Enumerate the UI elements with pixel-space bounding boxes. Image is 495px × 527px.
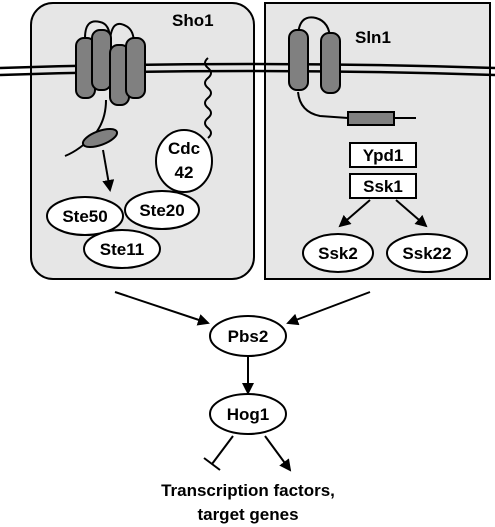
inhibition-hog1-to-output: [203, 435, 234, 471]
sho1-protein: [64, 20, 146, 157]
node-ssk1: Ssk1: [349, 173, 417, 199]
pbs2-label: Pbs2: [228, 327, 269, 346]
node-ssk22: Ssk22: [386, 233, 468, 273]
hog1-label: Hog1: [227, 405, 270, 424]
arrow-sho1-branch-to-pbs2: [114, 291, 210, 326]
ste50-label: Ste50: [62, 207, 107, 226]
node-ypd1: Ypd1: [349, 142, 417, 168]
sln1-label: Sln1: [355, 28, 391, 47]
arrow-ssk1-to-ssk2: [338, 199, 371, 228]
arrow-sln1-branch-to-pbs2: [286, 291, 371, 326]
ssk22-label: Ssk22: [402, 244, 451, 263]
arrow-ssk1-to-ssk22: [395, 199, 428, 228]
arrow-hog1-to-output: [264, 435, 292, 472]
node-ste50: Ste50: [46, 196, 124, 236]
sho1-helix-2: [91, 29, 112, 91]
membrane-inner-line: [0, 69, 495, 77]
cdc42-label-line1: Cdc: [168, 139, 200, 158]
sln1-helix-2: [320, 32, 341, 94]
cdc42-anchor: [204, 57, 212, 139]
sln1-tail: [297, 91, 349, 119]
node-ste20: Ste20: [124, 190, 200, 230]
ste20-label: Ste20: [139, 201, 184, 220]
sln1-protein: [288, 16, 416, 126]
sho1-label: Sho1: [172, 11, 214, 30]
output-line2: target genes: [197, 505, 298, 524]
node-ssk2: Ssk2: [302, 233, 374, 273]
arrow-sho1-to-ste: [102, 149, 115, 192]
node-pbs2: Pbs2: [209, 315, 287, 357]
sln1-kinase-domain: [347, 111, 395, 126]
output-line1: Transcription factors,: [161, 481, 335, 500]
node-ste11: Ste11: [83, 229, 161, 269]
membrane-outer-line: [0, 62, 495, 70]
ssk1-label: Ssk1: [363, 177, 403, 196]
membrane: [0, 62, 495, 77]
node-cdc42: Cdc 42: [155, 129, 213, 193]
ste11-label: Ste11: [100, 240, 144, 259]
ypd1-label: Ypd1: [363, 146, 404, 165]
sln1-helix-1: [288, 29, 309, 91]
sho1-sh3-domain: [81, 127, 119, 149]
node-hog1: Hog1: [209, 393, 287, 435]
sho1-helix-4: [125, 37, 146, 99]
cdc42-label-line2: 42: [175, 163, 194, 182]
ssk2-label: Ssk2: [318, 244, 358, 263]
